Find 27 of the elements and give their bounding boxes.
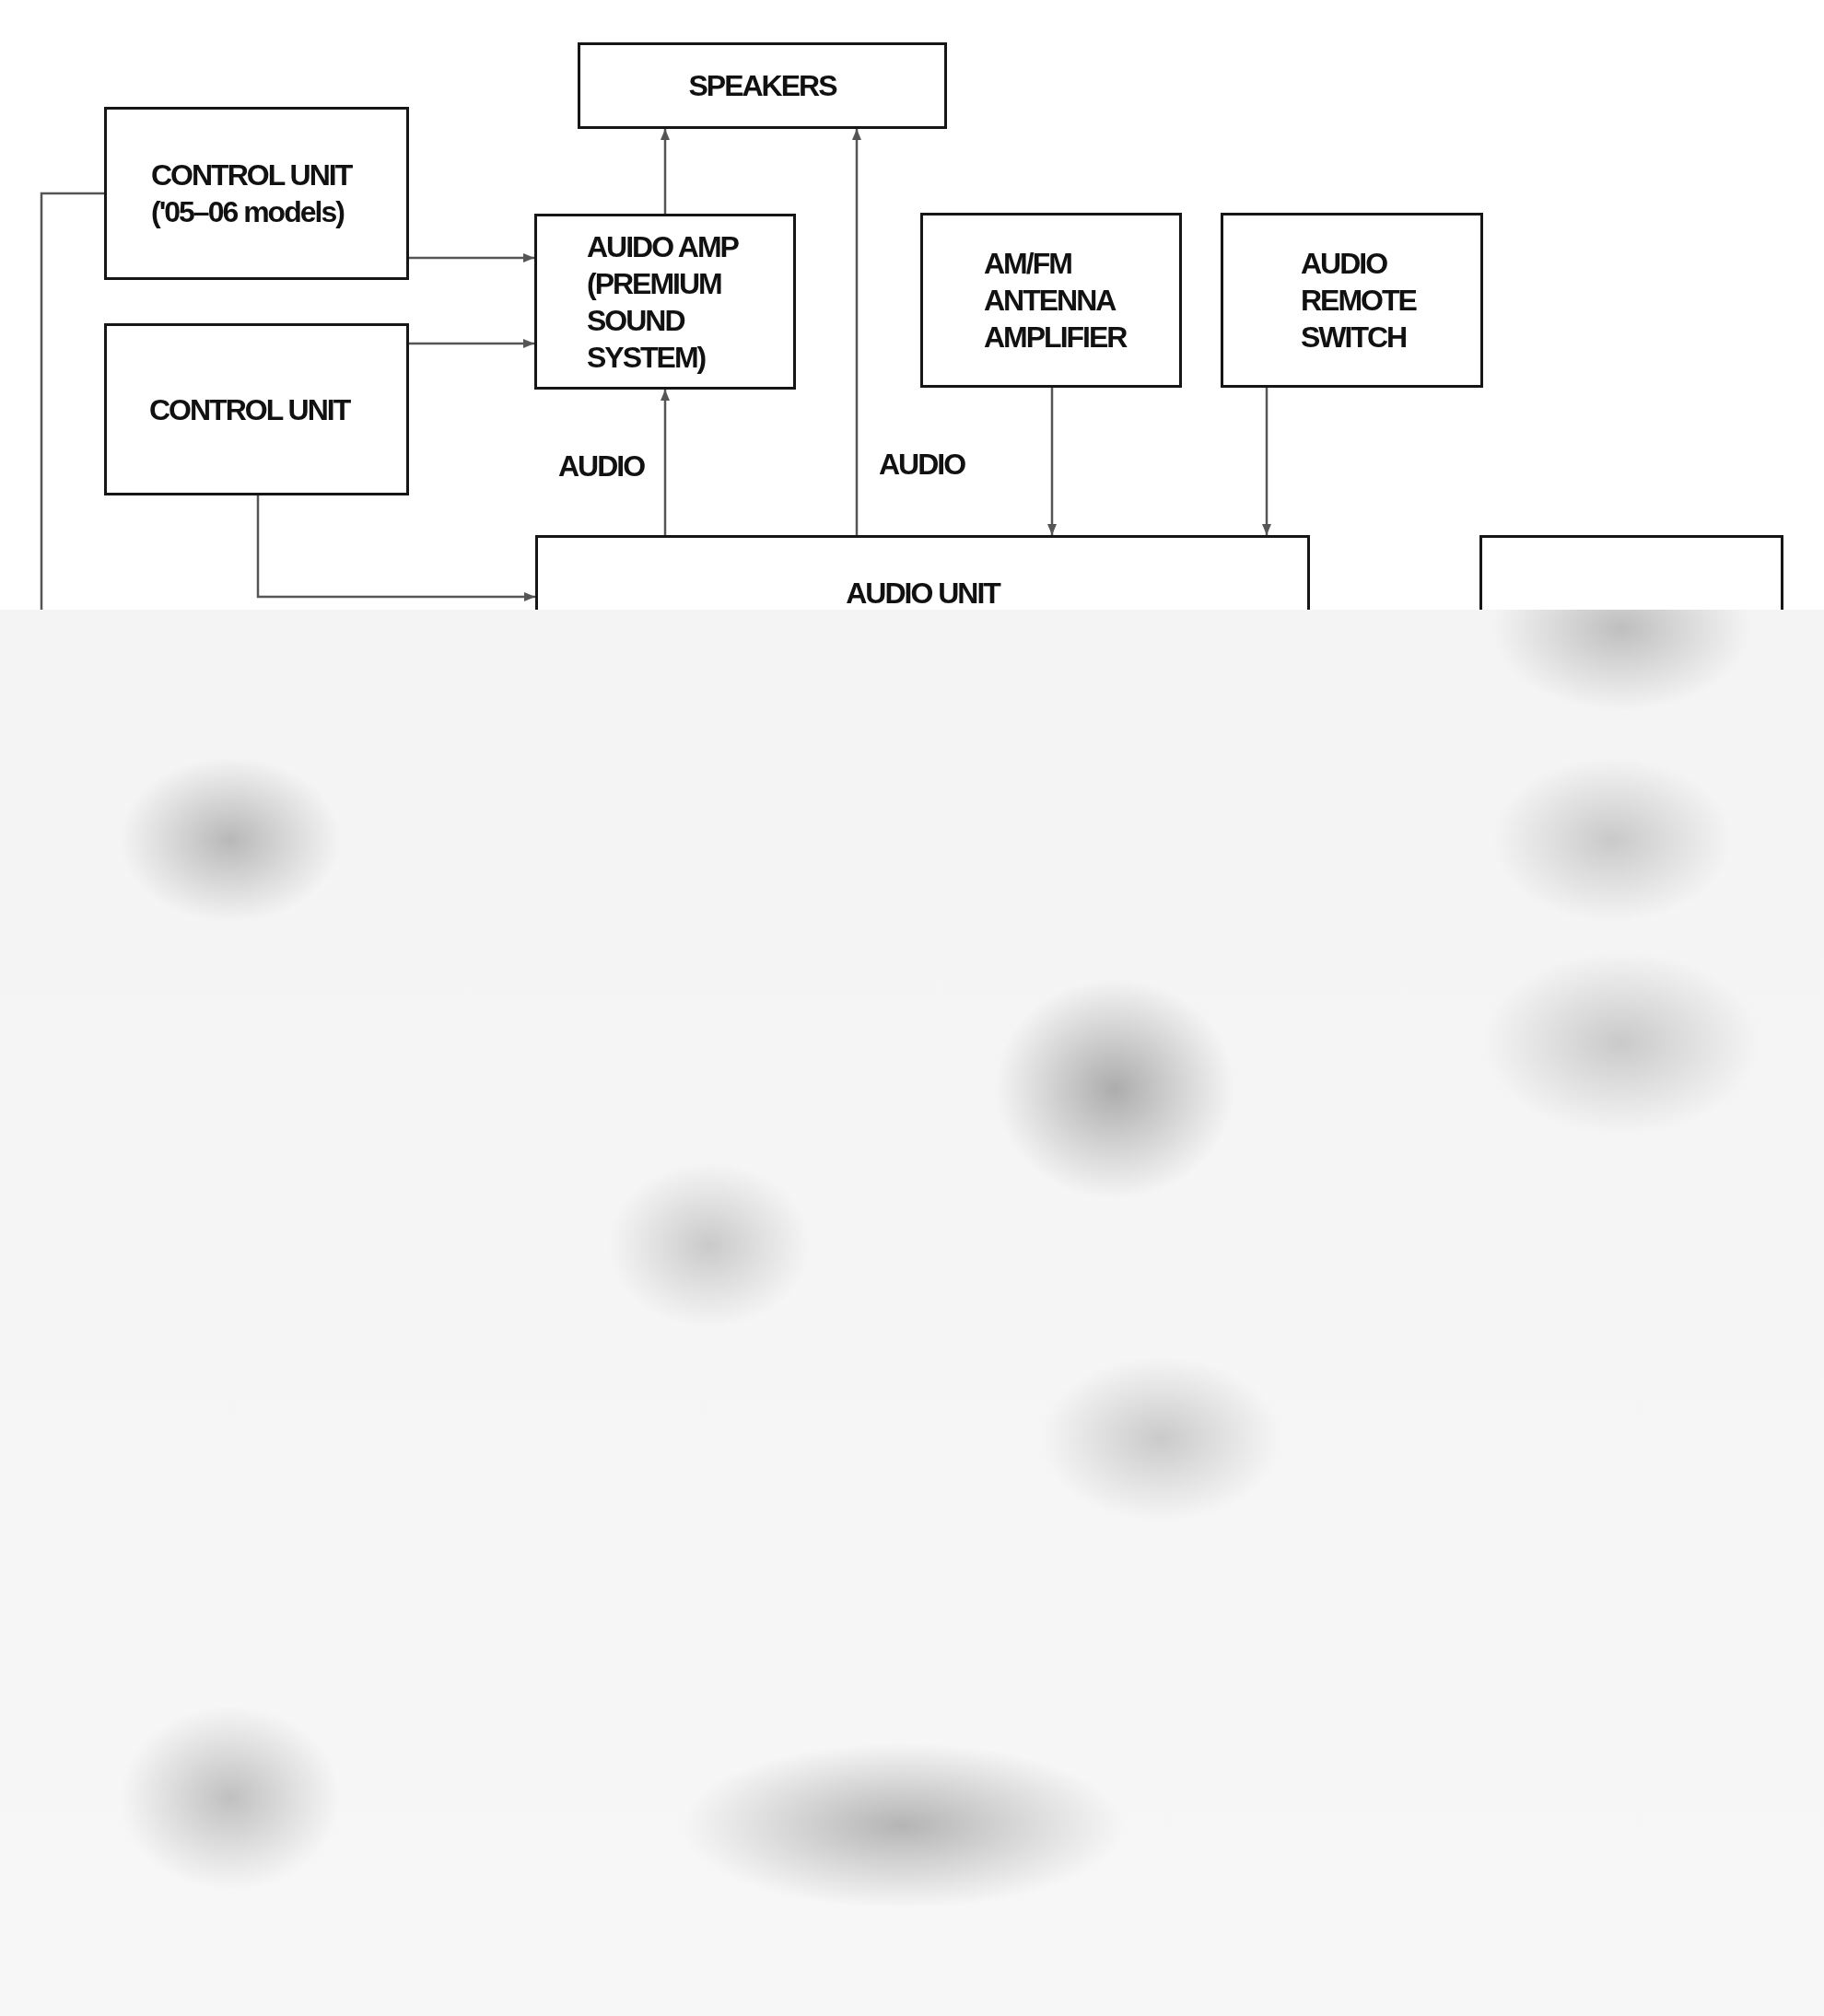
block-box — [920, 213, 1182, 388]
block-label: AUDIO REMOTE SWITCH — [1301, 246, 1418, 355]
arrow — [409, 339, 534, 348]
arrow — [852, 129, 861, 535]
arrow — [661, 129, 670, 214]
block-label: CONTROL UNIT — [151, 157, 352, 193]
block-box — [535, 535, 1310, 610]
block-label: AM/FM ANTENNA AMPLIFIER — [984, 246, 1128, 355]
block-box — [104, 323, 409, 495]
arrow — [661, 390, 670, 535]
block-label: SPEAKERS — [688, 68, 836, 104]
arrow — [1262, 388, 1271, 535]
connector-line — [40, 192, 104, 610]
block-box — [534, 214, 796, 390]
edge-label: AUDIO — [879, 447, 965, 483]
arrow — [409, 253, 534, 262]
block-box — [104, 107, 409, 280]
edge-label: AUDIO — [558, 449, 645, 484]
block-box — [1221, 213, 1483, 388]
block-label: CONTROL UNIT — [149, 391, 350, 428]
arrow — [256, 495, 535, 601]
block-label: ('05–06 models) — [151, 194, 344, 230]
block-label: AUIDO AMP (PREMIUM SOUND SYSTEM) — [587, 228, 739, 376]
block-box — [1479, 535, 1783, 610]
arrow — [1047, 388, 1057, 535]
block-box — [578, 42, 947, 129]
block-label: AUDIO UNIT — [846, 576, 1000, 612]
